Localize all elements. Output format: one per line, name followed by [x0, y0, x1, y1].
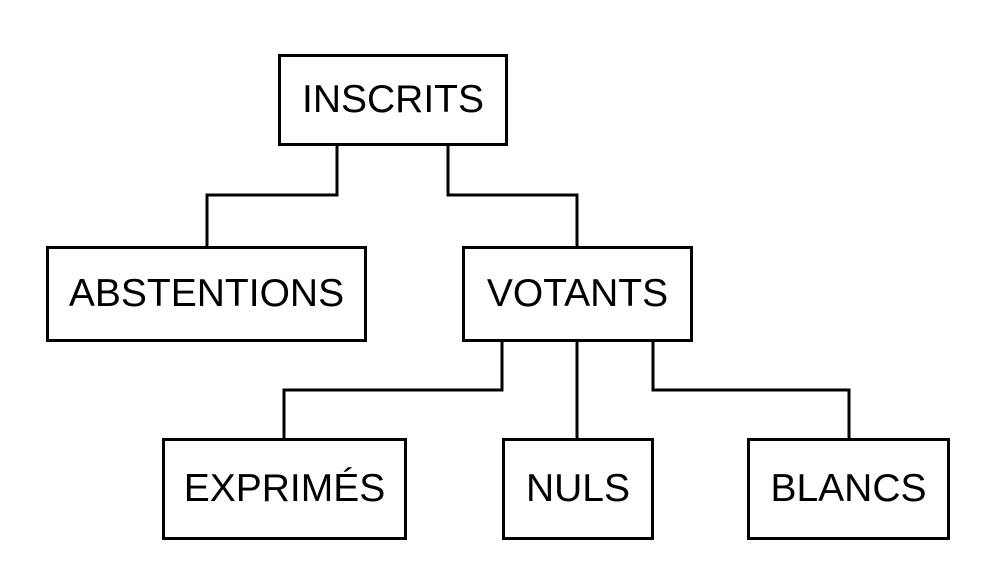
- node-inscrits: INSCRITS: [278, 54, 508, 146]
- node-exprimes: EXPRIMÉS: [162, 438, 407, 540]
- edge-inscrits-abstentions: [205, 144, 339, 249]
- node-nuls: NULS: [502, 438, 654, 540]
- node-votants: VOTANTS: [462, 246, 693, 342]
- edge-votants-exprimes: [282, 340, 504, 440]
- node-abstentions: ABSTENTIONS: [46, 246, 367, 342]
- edge-votants-blancs: [651, 340, 851, 440]
- edge-inscrits-votants: [446, 144, 579, 249]
- node-blancs: BLANCS: [747, 438, 950, 540]
